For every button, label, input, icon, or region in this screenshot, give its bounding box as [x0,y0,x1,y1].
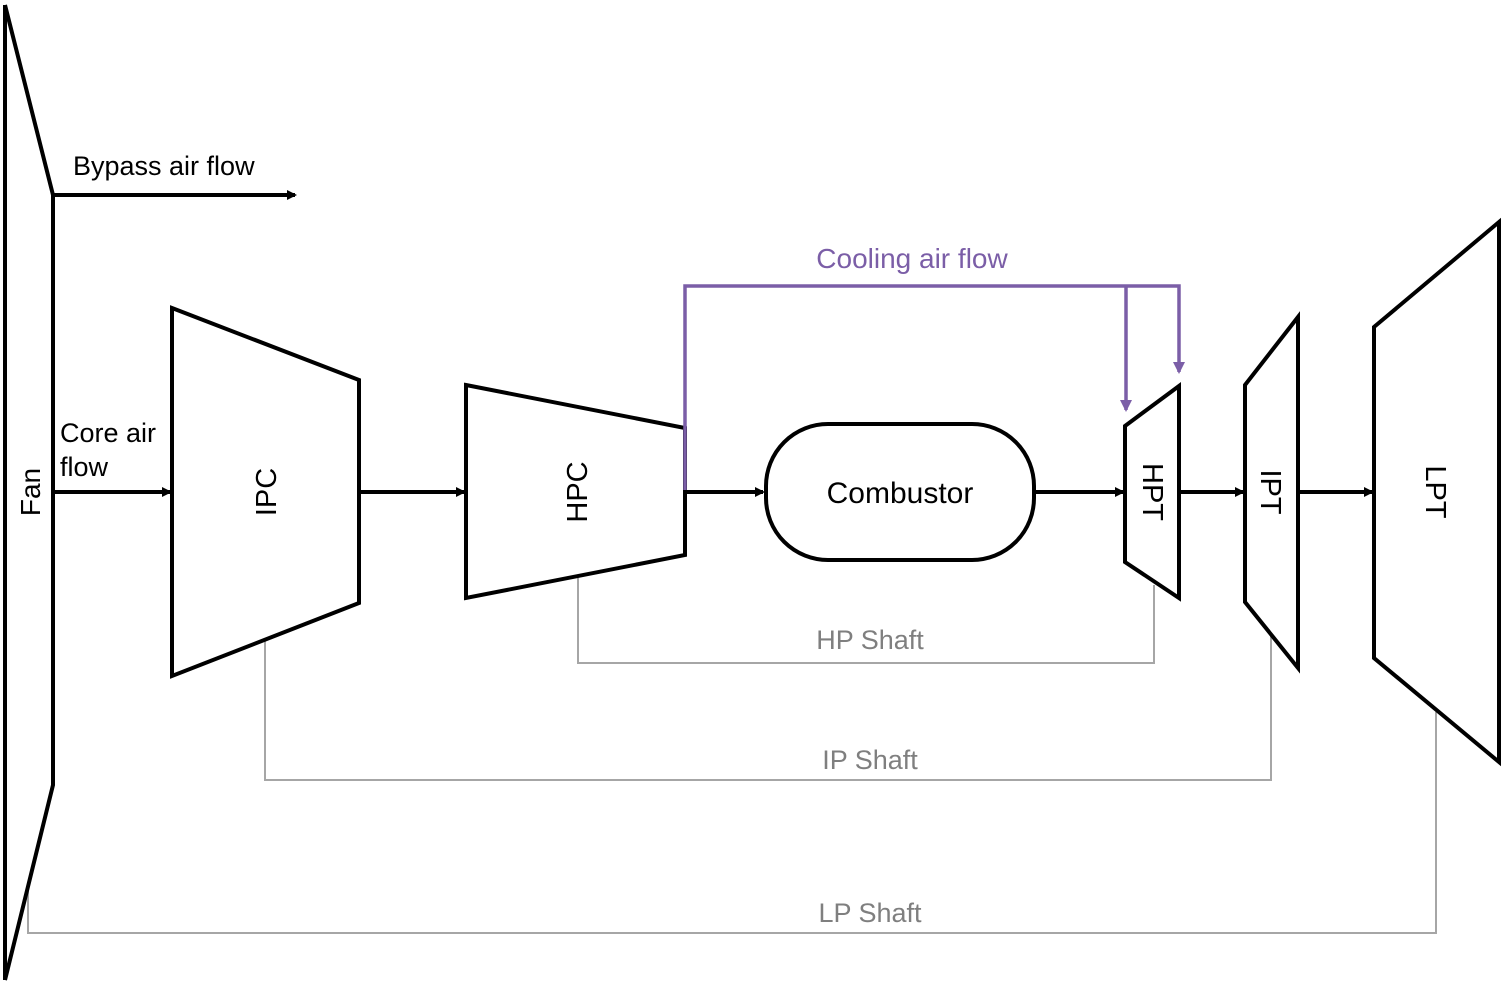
hpc-label: HPC [562,461,594,522]
ipc-label: IPC [251,468,283,516]
combustor-shape [764,422,1036,562]
hpc-shape [464,382,687,601]
ipt-label: IPT [1254,469,1286,514]
lpt-label: LPT [1419,465,1451,518]
combustor-label: Combustor [827,477,974,510]
hp-shaft [577,578,1155,664]
core-label-1: Core air [60,418,156,448]
hpt-shape [1123,382,1181,602]
lpt-shape [1372,217,1501,767]
cooling-label: Cooling air flow [816,243,1008,274]
ip-shaft [264,635,1272,781]
hpt-label: HPT [1136,463,1168,521]
bypass-label: Bypass air flow [73,151,255,181]
fan-label: Fan [15,468,46,516]
lp-shaft [27,712,1437,934]
ipt-shape [1243,311,1300,674]
cooling-path [683,284,1185,490]
lp-shaft-label: LP Shaft [818,898,922,928]
core-label-2: flow [60,452,109,482]
ip-shaft-label: IP Shaft [822,745,918,775]
hp-shaft-label: HP Shaft [816,625,924,655]
fan-shape [3,4,55,981]
ipc-shape [170,305,361,679]
